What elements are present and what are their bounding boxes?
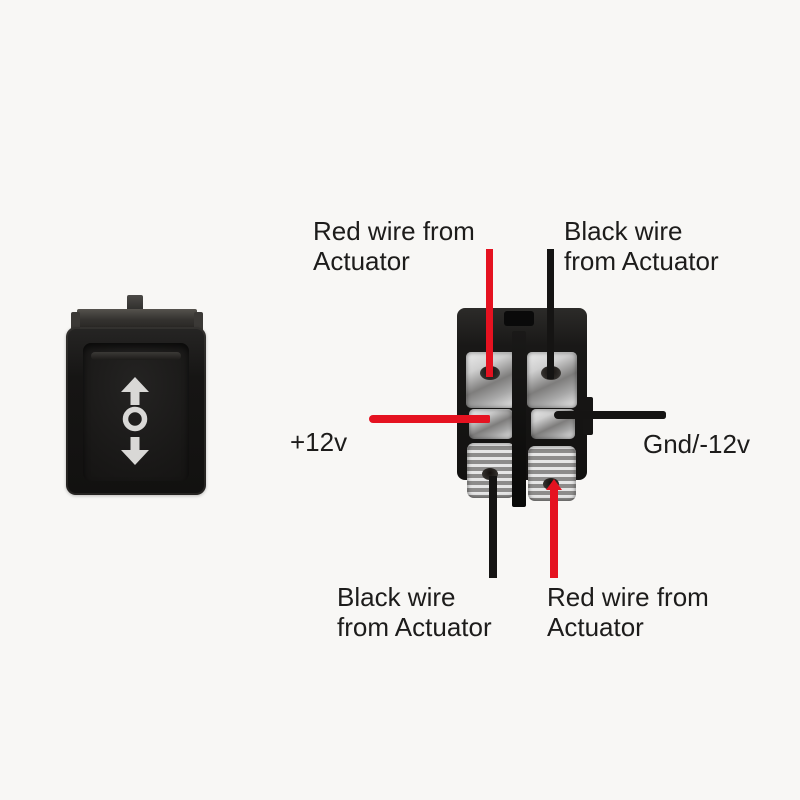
label-line: Red wire from bbox=[547, 582, 709, 612]
wire-black-gnd-minus-12v bbox=[554, 411, 666, 419]
switch-back-bump bbox=[504, 311, 534, 326]
label-line: Red wire from bbox=[313, 216, 475, 246]
label-line: from Actuator bbox=[337, 612, 492, 642]
up-arrow-icon bbox=[121, 377, 149, 405]
rocker-top-lip bbox=[91, 352, 181, 360]
rocker-symbols bbox=[121, 377, 149, 465]
label-line: Actuator bbox=[547, 612, 644, 642]
center-divider bbox=[512, 331, 526, 507]
label-line: Black wire bbox=[337, 582, 456, 612]
label-black-wire-top: Black wire from Actuator bbox=[564, 216, 719, 276]
label-plus-12v: +12v bbox=[290, 427, 348, 457]
label-red-wire-bottom: Red wire from Actuator bbox=[547, 582, 709, 642]
label-red-wire-top: Red wire from Actuator bbox=[313, 216, 475, 276]
terminal-mid-left bbox=[469, 409, 513, 439]
label-line: Black wire bbox=[564, 216, 683, 246]
wire-red-plus-12v bbox=[369, 415, 490, 423]
label-black-wire-bottom: Black wire from Actuator bbox=[337, 582, 492, 642]
wire-black-bottom-actuator bbox=[489, 476, 497, 578]
down-arrow-icon bbox=[121, 437, 149, 465]
wire-black-top-actuator bbox=[547, 249, 554, 379]
label-gnd-minus-12v: Gnd/-12v bbox=[643, 429, 750, 459]
wire-red-top-actuator bbox=[486, 249, 493, 377]
label-line: from Actuator bbox=[564, 246, 719, 276]
switch-mount-tab bbox=[127, 295, 143, 313]
label-line: Actuator bbox=[313, 246, 410, 276]
off-circle-icon bbox=[122, 406, 148, 432]
wire-red-bottom-actuator bbox=[546, 479, 562, 578]
